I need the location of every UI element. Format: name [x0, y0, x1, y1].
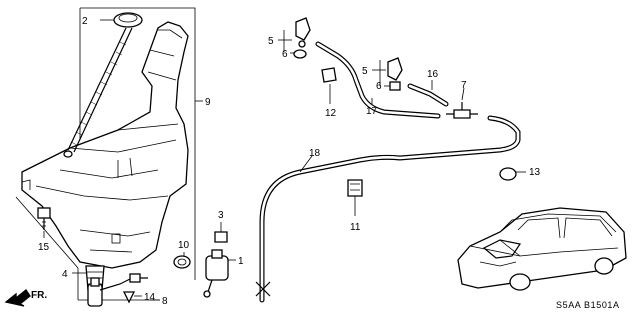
callout-4: 4: [62, 269, 68, 280]
callout-15: 15: [38, 242, 50, 253]
callout-12: 12: [325, 108, 337, 119]
callout-8: 8: [162, 296, 168, 307]
callout-6-right: 6: [376, 81, 382, 92]
washer-nozzle-right: [372, 57, 403, 86]
front-direction-label: FR.: [31, 290, 47, 301]
callout-6-left: 6: [282, 49, 288, 60]
callout-7: 7: [461, 80, 467, 91]
hose-clip-12: [321, 67, 337, 104]
hose-joint: [446, 87, 478, 119]
washer-hose-16: [407, 80, 449, 107]
callout-10: 10: [178, 240, 190, 251]
hose-clip-13: [499, 167, 526, 181]
callout-9: 9: [205, 97, 211, 108]
washer-motor: [203, 249, 236, 298]
callout-14: 14: [144, 292, 156, 303]
washer-pump: [87, 273, 160, 307]
washer-reservoir-tank: [21, 21, 189, 269]
motor-grommet: [173, 252, 191, 269]
callout-3: 3: [218, 210, 224, 221]
callout-13: 13: [529, 167, 541, 178]
flange-bolt: [37, 207, 51, 238]
level-gauge-tube: [63, 27, 133, 158]
vehicle-location-sketch: [457, 207, 627, 291]
callout-5-left: 5: [268, 36, 274, 47]
reservoir-cap: [100, 12, 143, 28]
front-direction-arrow: [4, 289, 31, 307]
washer-nozzle-left: [278, 17, 311, 52]
nozzle-packing-left: [290, 49, 307, 59]
nozzle-packing-right: [384, 81, 401, 91]
callout-2: 2: [82, 16, 88, 27]
callout-1: 1: [238, 256, 244, 267]
callout-11: 11: [350, 222, 361, 233]
callout-5-right: 5: [362, 66, 368, 77]
callout-16: 16: [427, 69, 439, 80]
washer-hose-17: [315, 41, 441, 119]
callout-17: 17: [366, 106, 378, 117]
hose-clip-small: [214, 222, 228, 243]
diagram-code: S5AA B1501A: [556, 300, 620, 310]
pump-clip: [122, 291, 142, 304]
hose-clip-11: [347, 179, 363, 216]
washer-hose-18: [255, 115, 521, 303]
callout-18: 18: [309, 148, 321, 159]
